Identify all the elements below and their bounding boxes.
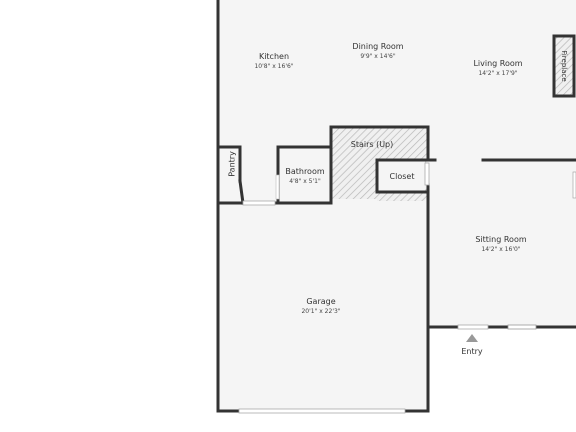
living-name: Living Room: [473, 59, 522, 68]
garage-dims: 20'1" x 22'3": [301, 308, 340, 315]
floor-fills: [218, 0, 576, 411]
kitchen-name: Kitchen: [259, 52, 289, 61]
dining-name: Dining Room: [352, 42, 403, 51]
closet-floor: [377, 160, 425, 191]
closet-name: Closet: [390, 172, 415, 181]
under-closet-strip: [377, 193, 425, 201]
window-right-side: [572, 171, 576, 199]
openings: [238, 162, 576, 414]
dining-dims: 9'9" x 14'6": [360, 53, 396, 60]
entry-arrow-icon: [466, 334, 478, 342]
wall-kitchen-stub: [238, 179, 245, 205]
bathroom-dims: 4'8" x 5'1": [289, 178, 321, 185]
main-floor: [218, 0, 576, 411]
entry-door: [457, 324, 489, 330]
window-bottom-right: [507, 324, 537, 330]
garage-name: Garage: [306, 297, 335, 306]
bathroom-name: Bathroom: [285, 167, 325, 176]
sitting-dims: 14'2" x 16'0": [481, 246, 520, 253]
pantry-name: Pantry: [228, 151, 237, 177]
fireplace-box: [552, 34, 576, 98]
living-dims: 14'2" x 17'9": [478, 70, 517, 77]
sitting-name: Sitting Room: [475, 235, 526, 244]
room-labels: Kitchen 10'8" x 16'6" Dining Room 9'9" x…: [228, 42, 569, 356]
kitchen-dims: 10'8" x 16'6": [254, 63, 293, 70]
fireplace-hatch: [555, 37, 573, 95]
pantry-opening: [275, 174, 280, 200]
stairs-name: Stairs (Up): [351, 140, 394, 149]
garage-door: [238, 408, 406, 414]
closet-door: [424, 162, 430, 186]
walls: [216, 0, 576, 413]
bath-door: [242, 200, 276, 206]
fireplace-name: Fireplace: [560, 50, 568, 81]
entry-label: Entry: [461, 347, 483, 356]
